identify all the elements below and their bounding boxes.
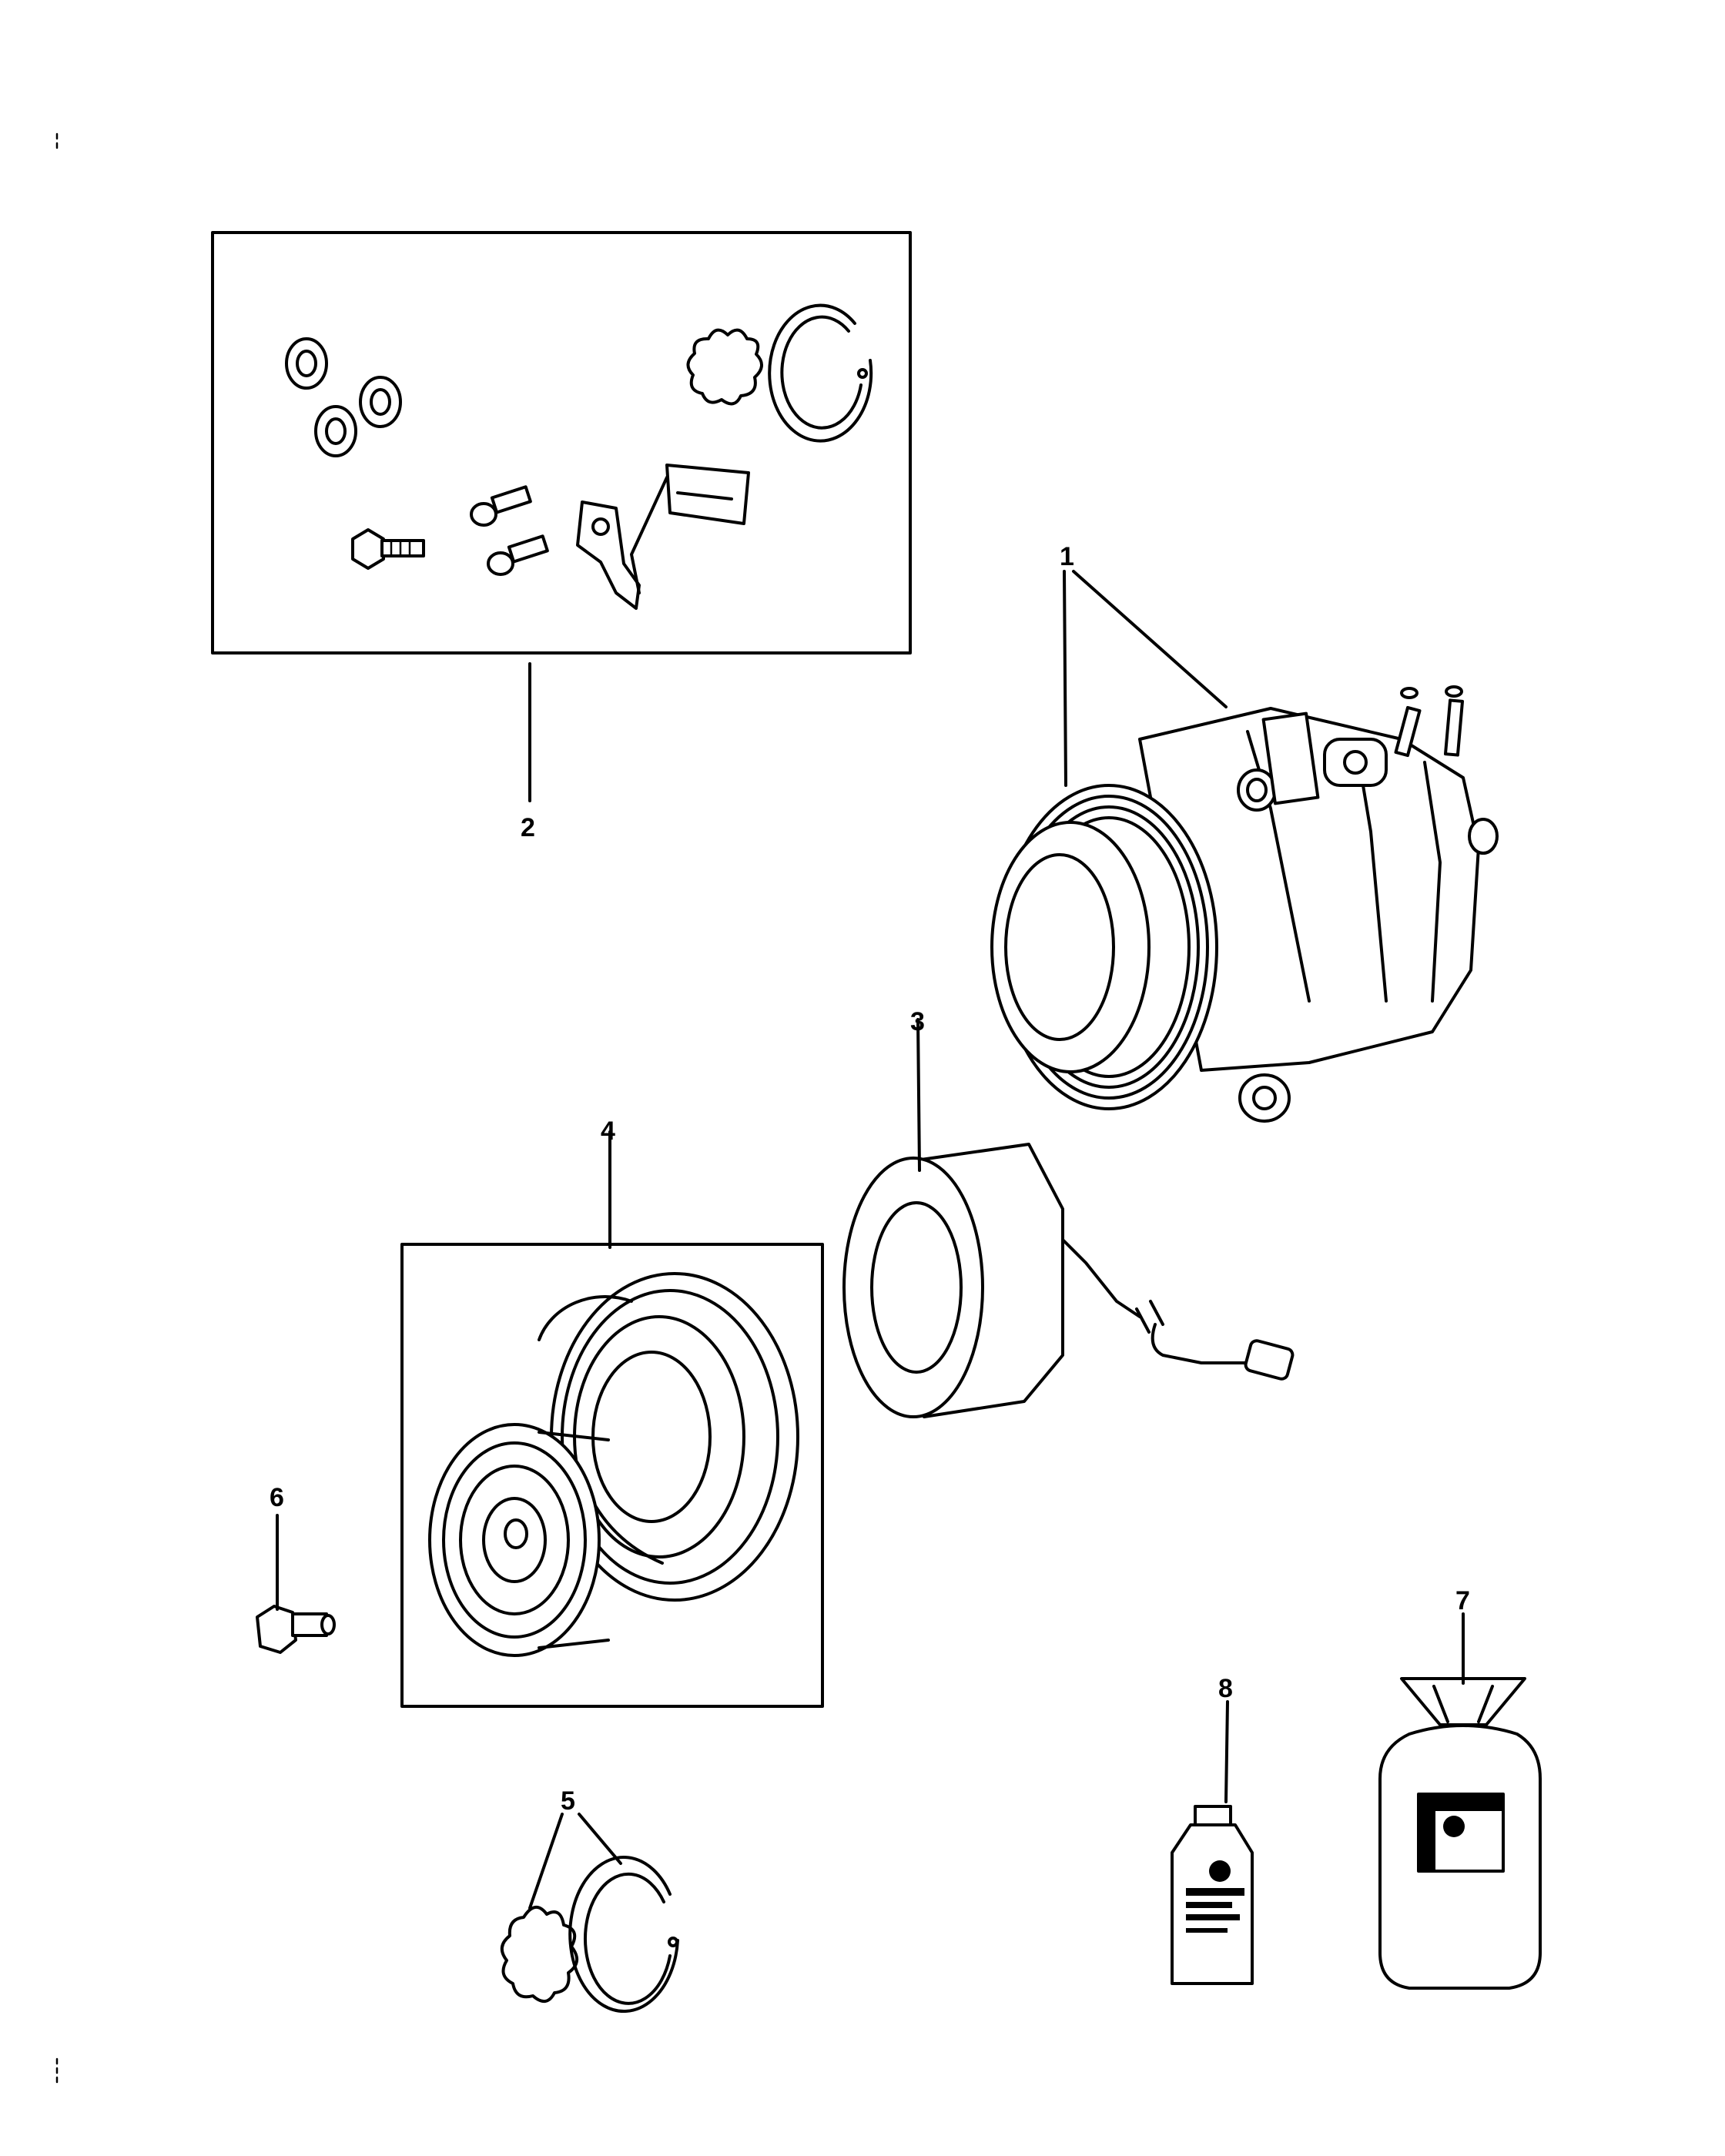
callout-8: 8 [1218,1674,1233,1703]
callout-4: 4 [601,1116,615,1146]
leader-5b [578,1813,622,1865]
callout-6: 6 [270,1483,284,1512]
callout-5: 5 [561,1786,575,1816]
leader-1a [1063,570,1067,787]
leader-3 [916,1018,921,1172]
bolt-group [351,485,549,576]
callout-2: 2 [521,813,535,842]
leader-5a [528,1813,564,1910]
part-4-clutch-assembly: 4 [400,1116,824,1708]
callout-7: 7 [1455,1586,1470,1615]
part-1-compressor: 1 [990,542,1499,1123]
washer-group [285,337,402,457]
bracket [576,464,750,610]
callout-3: 3 [910,1007,925,1036]
part-8-oil-bottle: 8 [1171,1674,1254,1985]
callout-1: 1 [1060,542,1074,571]
part-2-hardware-kit: 2 [211,231,912,842]
part-3-clutch-coil: 3 [842,1007,1295,1418]
part-7-refrigerant-tank: 7 [1378,1586,1542,1990]
part-5-seals: 5 [501,1786,679,2014]
part-6-bolt: 6 [256,1483,336,1654]
leader-1b [1072,570,1228,708]
seal-rings [686,303,873,443]
leader-8 [1224,1700,1229,1803]
